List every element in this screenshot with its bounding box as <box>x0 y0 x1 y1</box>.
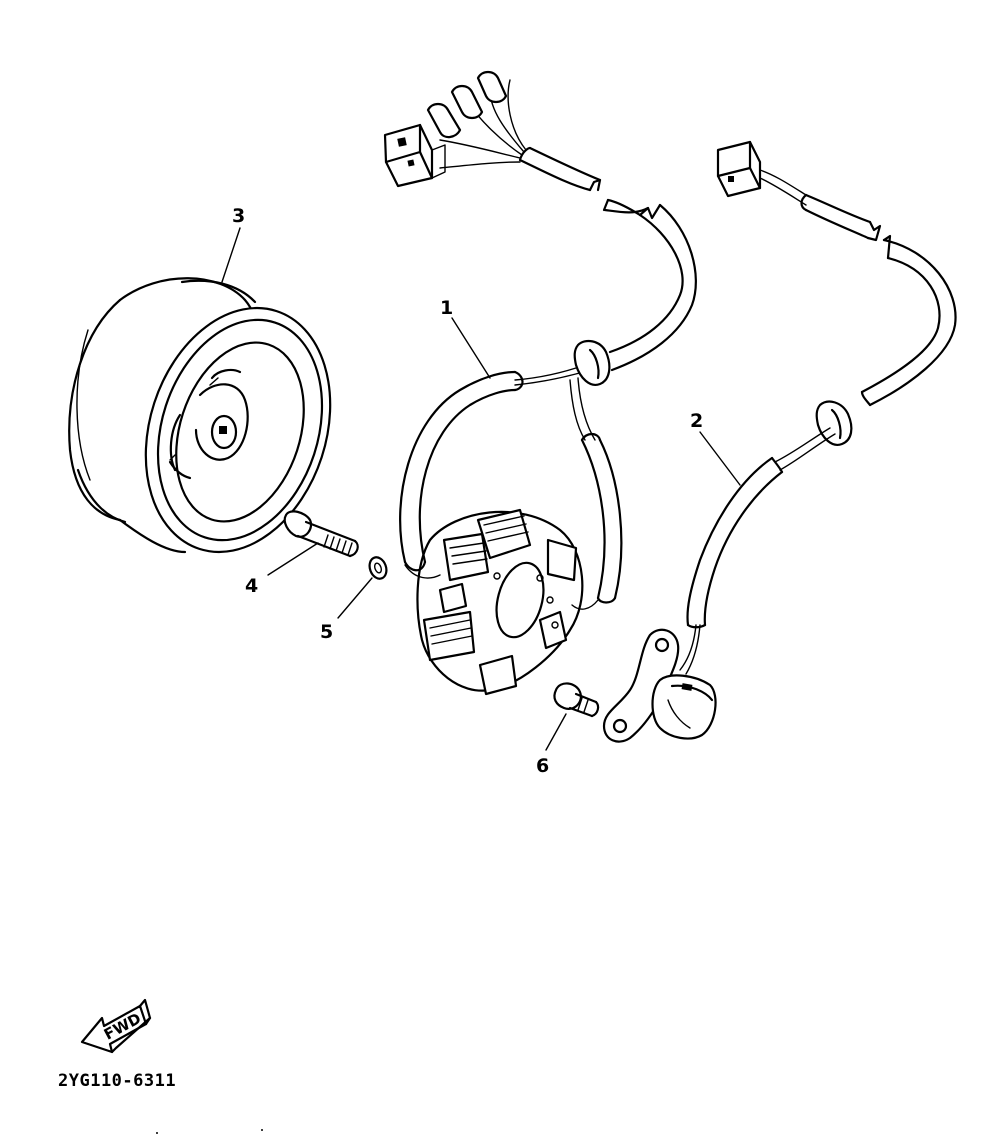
washer <box>368 556 388 580</box>
fwd-direction-arrow: FWD <box>80 998 152 1054</box>
pickup-coil-assembly <box>602 140 957 743</box>
rotor-flywheel <box>68 277 332 554</box>
leader-line-6 <box>545 713 567 751</box>
scan-specks <box>156 1129 263 1134</box>
leader-line-5 <box>337 577 373 619</box>
stator-assembly <box>383 70 697 696</box>
leader-lines <box>221 227 741 751</box>
callout-6: 6 <box>536 755 549 777</box>
bullet-terminal <box>426 70 508 139</box>
leader-line-3 <box>221 227 241 283</box>
callout-3: 3 <box>232 205 245 227</box>
callout-4: 4 <box>245 575 258 597</box>
leader-line-4 <box>267 542 319 576</box>
screw-short <box>553 682 600 718</box>
callout-numbers: 1 2 3 4 5 6 <box>232 205 703 777</box>
leader-line-2 <box>699 431 741 486</box>
drawing-code: 2YG110-6311 <box>58 1071 176 1091</box>
pickup-coupler <box>716 140 762 198</box>
callout-1: 1 <box>440 297 453 319</box>
callout-2: 2 <box>690 410 703 432</box>
fwd-label: FWD <box>101 1009 144 1043</box>
coupler-connector <box>383 123 446 188</box>
bolt-long <box>283 510 359 558</box>
leader-line-1 <box>451 317 491 379</box>
callout-5: 5 <box>320 621 333 643</box>
